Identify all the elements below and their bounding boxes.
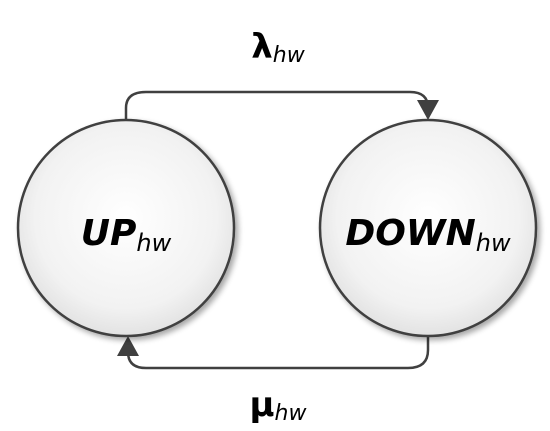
repair-rate-subscript: hw bbox=[275, 401, 308, 426]
repair-rate-symbol: μ bbox=[250, 385, 275, 425]
state-down-label: DOWN bbox=[345, 213, 475, 254]
state-up-subscript: hw bbox=[136, 229, 171, 257]
failure-arrowhead bbox=[417, 100, 439, 120]
svg-text:DOWNhw: DOWNhw bbox=[345, 213, 511, 257]
svg-text:UPhw: UPhw bbox=[81, 213, 172, 257]
repair-transition-arrow bbox=[126, 336, 430, 370]
failure-rate-symbol: λ bbox=[251, 27, 273, 67]
state-node-up: UPhw bbox=[16, 118, 236, 338]
failure-rate-subscript: hw bbox=[273, 43, 306, 68]
repair-arrowhead bbox=[117, 336, 139, 356]
state-node-down: DOWNhw bbox=[318, 118, 538, 338]
state-up-label: UP bbox=[81, 213, 137, 254]
failure-transition-arrow bbox=[124, 90, 430, 122]
failure-rate-label: λhw bbox=[251, 27, 305, 68]
state-down-subscript: hw bbox=[476, 229, 511, 257]
repair-rate-label: μhw bbox=[250, 385, 308, 426]
